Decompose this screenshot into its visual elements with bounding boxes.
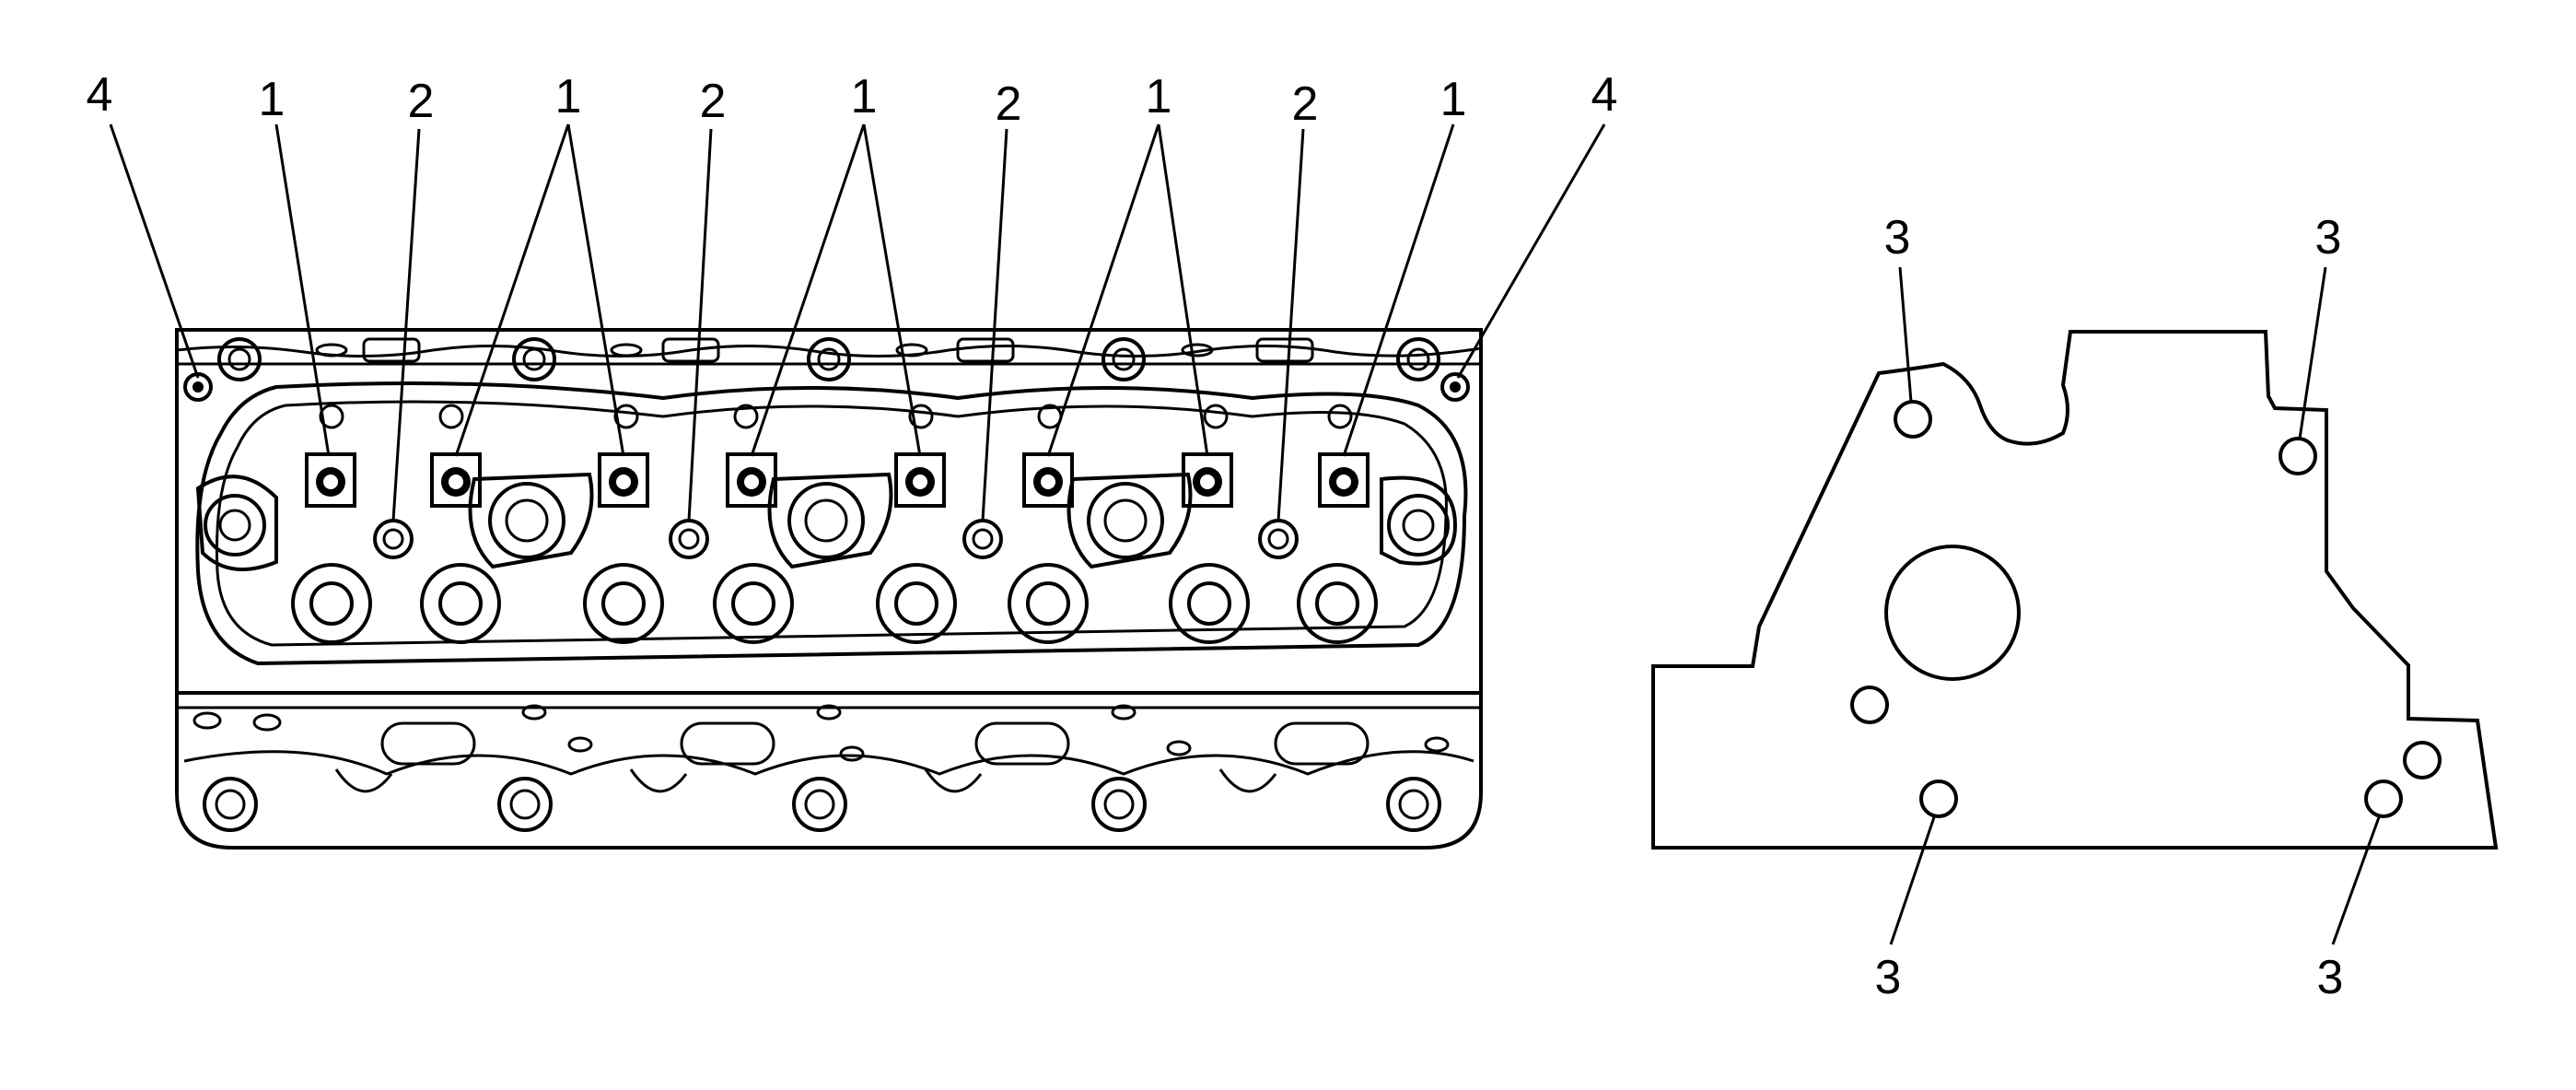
callout-4-right: 4 xyxy=(1591,68,1618,122)
head-bolts xyxy=(291,563,1378,644)
callout-3-bottom-right: 3 xyxy=(2317,951,2344,1004)
crankshaft-seal-bore xyxy=(1884,545,2021,681)
valve-guide-plugs xyxy=(305,452,1370,508)
rocker-pedestals xyxy=(195,472,1458,571)
callout-1-a: 1 xyxy=(259,73,286,126)
port-openings xyxy=(192,704,1450,766)
callout-2-b: 2 xyxy=(700,75,727,128)
callout-1-b: 1 xyxy=(555,70,582,123)
oil-holes xyxy=(319,404,1353,429)
front-cover-view xyxy=(1651,330,2499,850)
leader-lines xyxy=(109,123,2381,945)
callout-2-a: 2 xyxy=(408,75,435,128)
upper-bolts xyxy=(217,337,1440,381)
callout-labels: 4 1 2 1 2 1 2 1 2 1 4 3 3 3 3 xyxy=(87,68,2344,1004)
cover-bolt-hole-top-left xyxy=(1894,400,1932,439)
cylinder-head-outline xyxy=(175,328,1483,850)
callout-3-bottom-left: 3 xyxy=(1875,951,1902,1004)
rocker-rail xyxy=(195,381,1468,666)
callout-2-d: 2 xyxy=(1292,77,1319,131)
callout-1-c: 1 xyxy=(851,70,878,123)
callout-1-e: 1 xyxy=(1440,73,1467,126)
front-cover-holes xyxy=(1850,400,2442,818)
front-cover-outline xyxy=(1651,330,2499,850)
lower-bolts xyxy=(203,768,1441,832)
cover-bolt-hole-bottom-left xyxy=(1919,779,1958,818)
callout-3-top-left: 3 xyxy=(1884,211,1911,264)
head-top-slots xyxy=(315,337,1314,363)
cylinder-head-view xyxy=(175,328,1483,850)
cover-bolt-hole-top-right xyxy=(2279,437,2317,475)
callout-4-left: 4 xyxy=(87,68,113,122)
callout-3-top-right: 3 xyxy=(2315,211,2342,264)
callout-1-d: 1 xyxy=(1146,70,1172,123)
cover-bolt-hole-bottom-right xyxy=(2364,779,2403,818)
callout-2-c: 2 xyxy=(996,77,1022,131)
